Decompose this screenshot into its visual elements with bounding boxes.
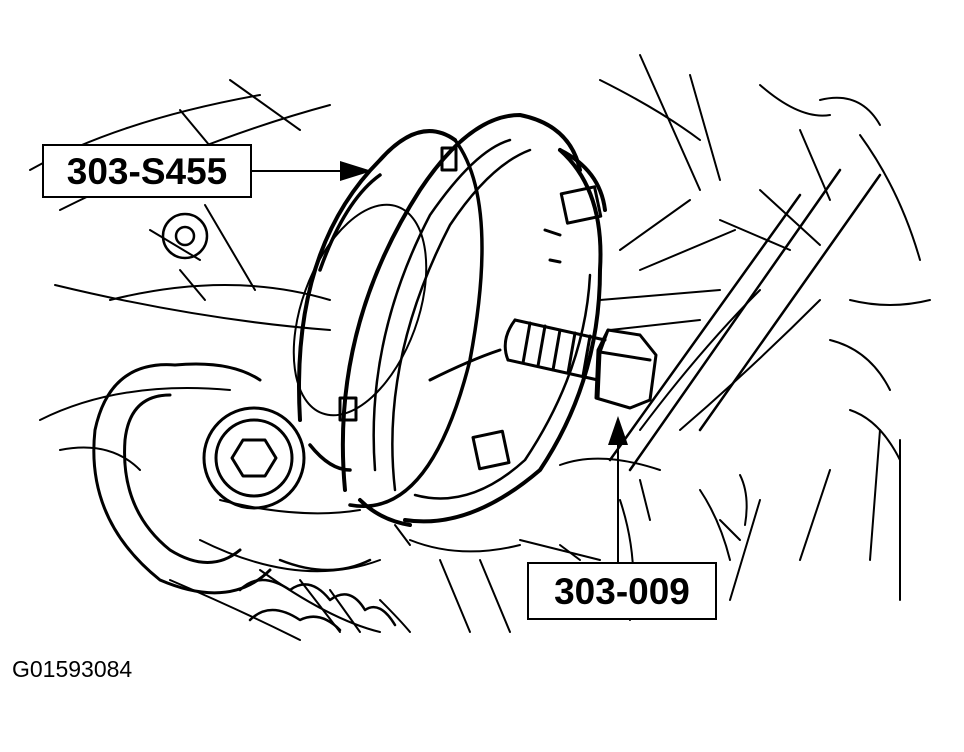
axle-boot	[238, 558, 397, 632]
housing-edge	[608, 168, 882, 472]
mounting-boss	[161, 212, 209, 260]
puller-plate	[340, 113, 607, 527]
callout-303-S455: 303-S455	[42, 144, 252, 198]
arrowhead-bolt	[608, 416, 628, 445]
callout-text: 303-009	[554, 570, 690, 612]
leader-arrows	[251, 161, 628, 563]
forcing-screw	[503, 318, 658, 410]
engine-background-lines	[29, 54, 931, 641]
drive-belt	[92, 362, 272, 595]
arrowhead-puller	[340, 161, 372, 181]
idler-bolt	[202, 406, 306, 510]
callout-303-009: 303-009	[527, 562, 717, 620]
puller-studs	[338, 146, 603, 471]
callout-text: 303-S455	[66, 150, 228, 192]
figure-id: G01593084	[12, 656, 133, 682]
